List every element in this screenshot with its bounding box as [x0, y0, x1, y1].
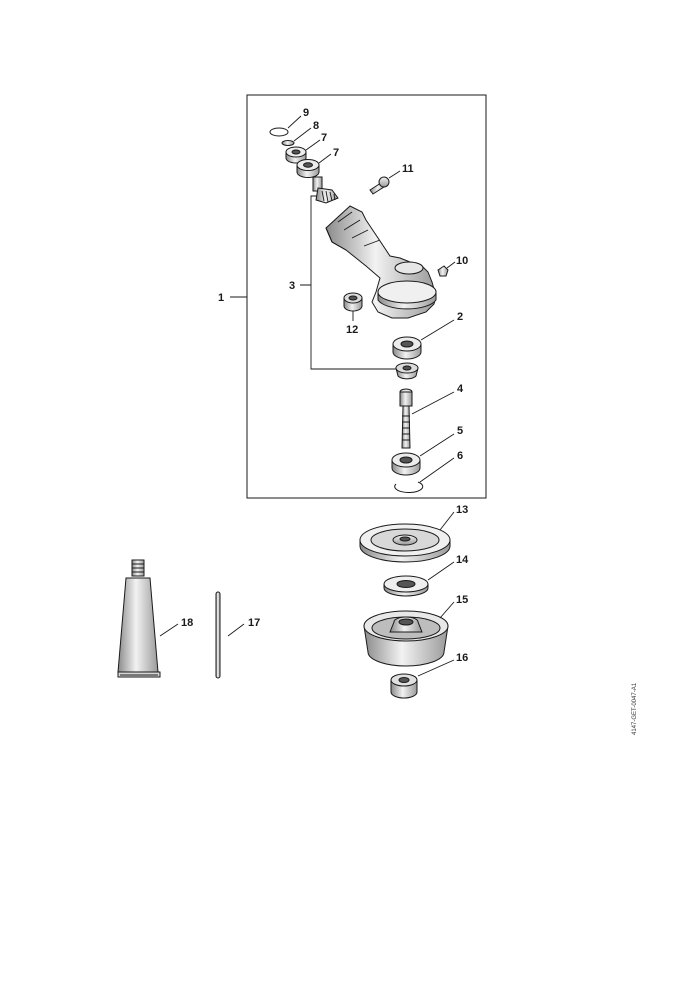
ball-bearing-part-7b: 7 — [296, 147, 339, 178]
callout-label-12: 12 — [346, 324, 358, 336]
callout-label-13: 13 — [456, 504, 468, 516]
circlip-part-6: 6 — [394, 450, 463, 493]
plug-part-10: 10 — [437, 255, 468, 277]
callout-label-18: 18 — [181, 617, 193, 629]
ball-bearing-part-2: 2 — [392, 311, 463, 360]
callout-label-2: 2 — [457, 311, 463, 323]
callout-label-14: 14 — [456, 554, 469, 566]
thrust-washer-part-14: 14 — [383, 554, 469, 597]
callout-label-17: 17 — [248, 617, 260, 629]
callout-label-9: 9 — [303, 107, 309, 119]
thrust-plate-part-15: 15 — [363, 594, 468, 667]
callout-label-5: 5 — [457, 425, 463, 437]
callout-label-8: 8 — [313, 120, 319, 132]
grease-tube-part-18: 18 — [117, 559, 193, 678]
locking-pin-part-17: 17 — [215, 591, 260, 679]
callout-label-4: 4 — [457, 383, 464, 395]
callout-label-10: 10 — [456, 255, 468, 267]
assembly-frame — [246, 94, 487, 499]
ball-bearing-part-5: 5 — [391, 425, 463, 476]
diagram-id: 4147-GET-0047-A1 — [632, 682, 638, 735]
deflector-disc-part-13: 13 — [359, 504, 468, 563]
snap-ring-part-9: 9 — [269, 107, 309, 137]
nut-part-12: 12 — [343, 292, 363, 336]
ball-bearing-part-7a: 7 — [285, 132, 327, 164]
callout-label-11: 11 — [402, 163, 414, 175]
spacer-part-8: 8 — [281, 120, 319, 146]
callout-3: 3 — [289, 195, 398, 370]
drive-shaft-part-4: 4 — [399, 383, 464, 449]
callout-label-3: 3 — [289, 280, 295, 292]
bevel-crown-gear — [395, 362, 419, 380]
callout-label-1: 1 — [218, 292, 224, 304]
mount-nut-part-16: 16 — [390, 652, 468, 699]
callout-label-7a: 7 — [321, 132, 327, 144]
callout-label-7b: 7 — [333, 147, 339, 159]
callout-label-16: 16 — [456, 652, 468, 664]
screw-part-11: 11 — [369, 163, 414, 195]
callout-label-15: 15 — [456, 594, 468, 606]
callout-1: 1 — [218, 292, 247, 304]
gear-housing — [325, 205, 437, 319]
callout-label-6: 6 — [457, 450, 463, 462]
bevel-pinion — [312, 176, 339, 204]
